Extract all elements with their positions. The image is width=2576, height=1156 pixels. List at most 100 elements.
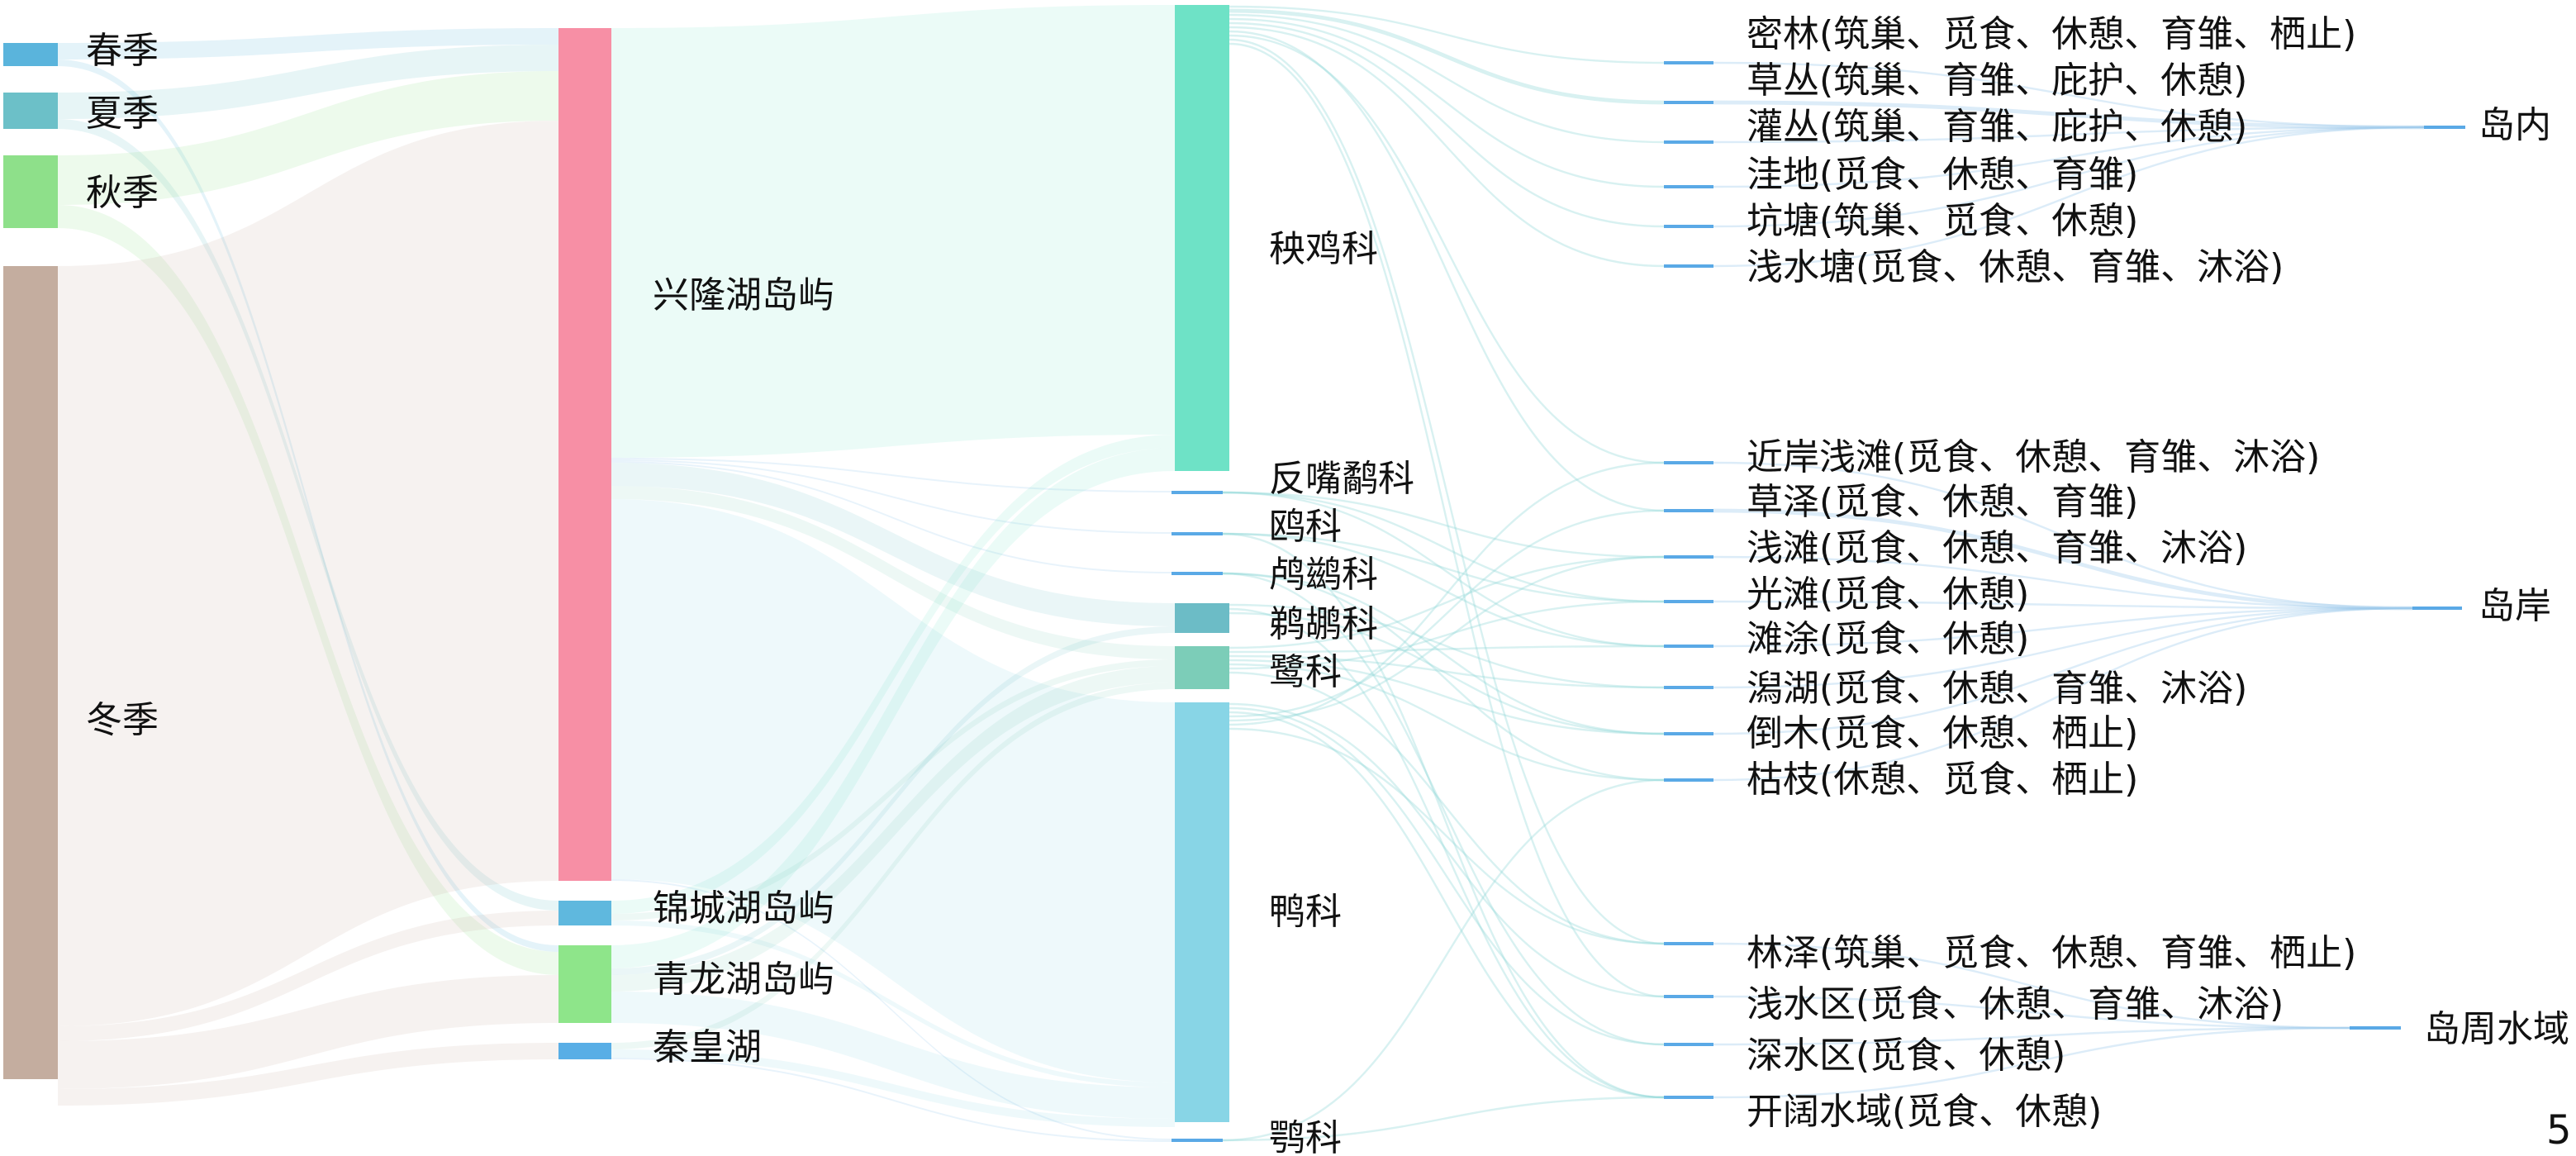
sankey-node[interactable] <box>558 1043 611 1059</box>
sankey-node[interactable] <box>1664 995 1713 998</box>
sankey-link[interactable] <box>1229 13 1665 144</box>
sankey-link[interactable] <box>611 448 1175 968</box>
sankey-link[interactable] <box>58 205 558 975</box>
sankey-node[interactable] <box>1664 645 1713 648</box>
sankey-link[interactable] <box>1713 126 2425 188</box>
sankey-link[interactable] <box>611 626 1175 975</box>
sankey-node[interactable] <box>558 945 611 1023</box>
sankey-link[interactable] <box>1229 711 1665 1099</box>
sankey-link[interactable] <box>1222 572 1665 735</box>
sankey-node[interactable] <box>1664 600 1713 603</box>
sankey-link[interactable] <box>611 992 1175 1119</box>
sankey-link[interactable] <box>1713 600 2413 610</box>
sankey-link[interactable] <box>58 119 558 911</box>
sankey-link[interactable] <box>611 435 1175 914</box>
sankey-link[interactable] <box>611 486 1175 659</box>
sankey-link[interactable] <box>611 666 1175 992</box>
sankey-node[interactable] <box>1664 509 1713 512</box>
sankey-link[interactable] <box>1229 659 1665 735</box>
sankey-link[interactable] <box>1229 461 1665 726</box>
sankey-link[interactable] <box>1713 508 2413 611</box>
sankey-link[interactable] <box>58 45 558 119</box>
sankey-node[interactable] <box>1172 572 1223 575</box>
sankey-link[interactable] <box>1713 607 2413 735</box>
sankey-link[interactable] <box>611 659 1175 921</box>
sankey-link[interactable] <box>611 499 1175 1082</box>
sankey-node[interactable] <box>1664 555 1713 559</box>
sankey-node[interactable] <box>1172 1139 1223 1142</box>
sankey-node[interactable] <box>1664 686 1713 689</box>
sankey-node[interactable] <box>1175 646 1229 689</box>
sankey-link[interactable] <box>1713 1026 2350 1099</box>
sankey-link[interactable] <box>1229 600 1665 670</box>
sankey-link[interactable] <box>1222 532 1665 648</box>
sankey-link[interactable] <box>611 683 1175 1049</box>
sankey-node[interactable] <box>1664 461 1713 464</box>
sankey-link[interactable] <box>1222 572 1665 1046</box>
sankey-link[interactable] <box>611 1058 1172 1142</box>
sankey-link[interactable] <box>1222 1096 1665 1142</box>
sankey-link[interactable] <box>611 461 1172 573</box>
sankey-link[interactable] <box>1713 126 2425 268</box>
sankey-link[interactable] <box>1229 26 1665 268</box>
sankey-link[interactable] <box>1229 509 1665 718</box>
sankey-link[interactable] <box>1713 942 2350 1030</box>
sankey-link[interactable] <box>611 463 1175 626</box>
sankey-link[interactable] <box>1229 603 1665 689</box>
sankey-link[interactable] <box>1222 532 1665 1099</box>
sankey-link[interactable] <box>1713 607 2413 689</box>
sankey-link[interactable] <box>611 921 1175 1087</box>
sankey-link[interactable] <box>611 458 1172 492</box>
sankey-node[interactable] <box>1664 1043 1713 1046</box>
sankey-link[interactable] <box>1713 126 2425 228</box>
sankey-node[interactable] <box>1664 61 1713 64</box>
sankey-node[interactable] <box>2350 1026 2401 1030</box>
sankey-link[interactable] <box>1229 5 1665 64</box>
sankey-link[interactable] <box>1222 491 1665 559</box>
sankey-link[interactable] <box>1229 38 1665 945</box>
sankey-link[interactable] <box>1229 30 1665 512</box>
sankey-link[interactable] <box>58 59 558 952</box>
sankey-link[interactable] <box>1713 555 2413 610</box>
sankey-node[interactable] <box>1664 264 1713 268</box>
sankey-node[interactable] <box>1664 225 1713 228</box>
sankey-link[interactable] <box>58 975 558 1089</box>
sankey-node[interactable] <box>558 901 611 925</box>
sankey-link[interactable] <box>1713 607 2413 782</box>
sankey-link[interactable] <box>1229 17 1665 188</box>
sankey-node[interactable] <box>1175 603 1229 633</box>
sankey-link[interactable] <box>1229 8 1665 105</box>
sankey-link[interactable] <box>58 28 558 59</box>
sankey-link[interactable] <box>1229 34 1665 464</box>
sankey-node[interactable] <box>3 43 58 66</box>
sankey-link[interactable] <box>1713 1026 2350 1046</box>
sankey-node[interactable] <box>1664 942 1713 945</box>
sankey-link[interactable] <box>611 459 1172 534</box>
sankey-link[interactable] <box>1229 663 1665 782</box>
sankey-link[interactable] <box>1713 995 2350 1030</box>
sankey-link[interactable] <box>1229 706 1665 1046</box>
sankey-node[interactable] <box>1664 778 1713 782</box>
sankey-node[interactable] <box>1664 1096 1713 1099</box>
sankey-link[interactable] <box>1229 702 1665 998</box>
sankey-node[interactable] <box>3 155 58 228</box>
sankey-node[interactable] <box>1664 140 1713 144</box>
sankey-node[interactable] <box>3 266 58 1079</box>
sankey-link[interactable] <box>58 121 558 1026</box>
sankey-link[interactable] <box>611 1049 1175 1127</box>
sankey-node[interactable] <box>3 93 58 129</box>
sankey-link[interactable] <box>58 1043 558 1106</box>
sankey-link[interactable] <box>58 911 558 1041</box>
sankey-link[interactable] <box>1713 126 2425 144</box>
sankey-link[interactable] <box>1229 555 1665 722</box>
sankey-link[interactable] <box>1222 532 1665 603</box>
sankey-link[interactable] <box>1713 61 2425 129</box>
sankey-link[interactable] <box>1229 555 1665 649</box>
sankey-node[interactable] <box>2424 126 2465 129</box>
sankey-link[interactable] <box>1229 21 1665 228</box>
sankey-link[interactable] <box>1222 491 1665 648</box>
sankey-link[interactable] <box>1229 42 1665 998</box>
sankey-link[interactable] <box>1222 491 1665 603</box>
sankey-link[interactable] <box>1222 778 1665 1142</box>
sankey-node[interactable] <box>1175 702 1229 1122</box>
